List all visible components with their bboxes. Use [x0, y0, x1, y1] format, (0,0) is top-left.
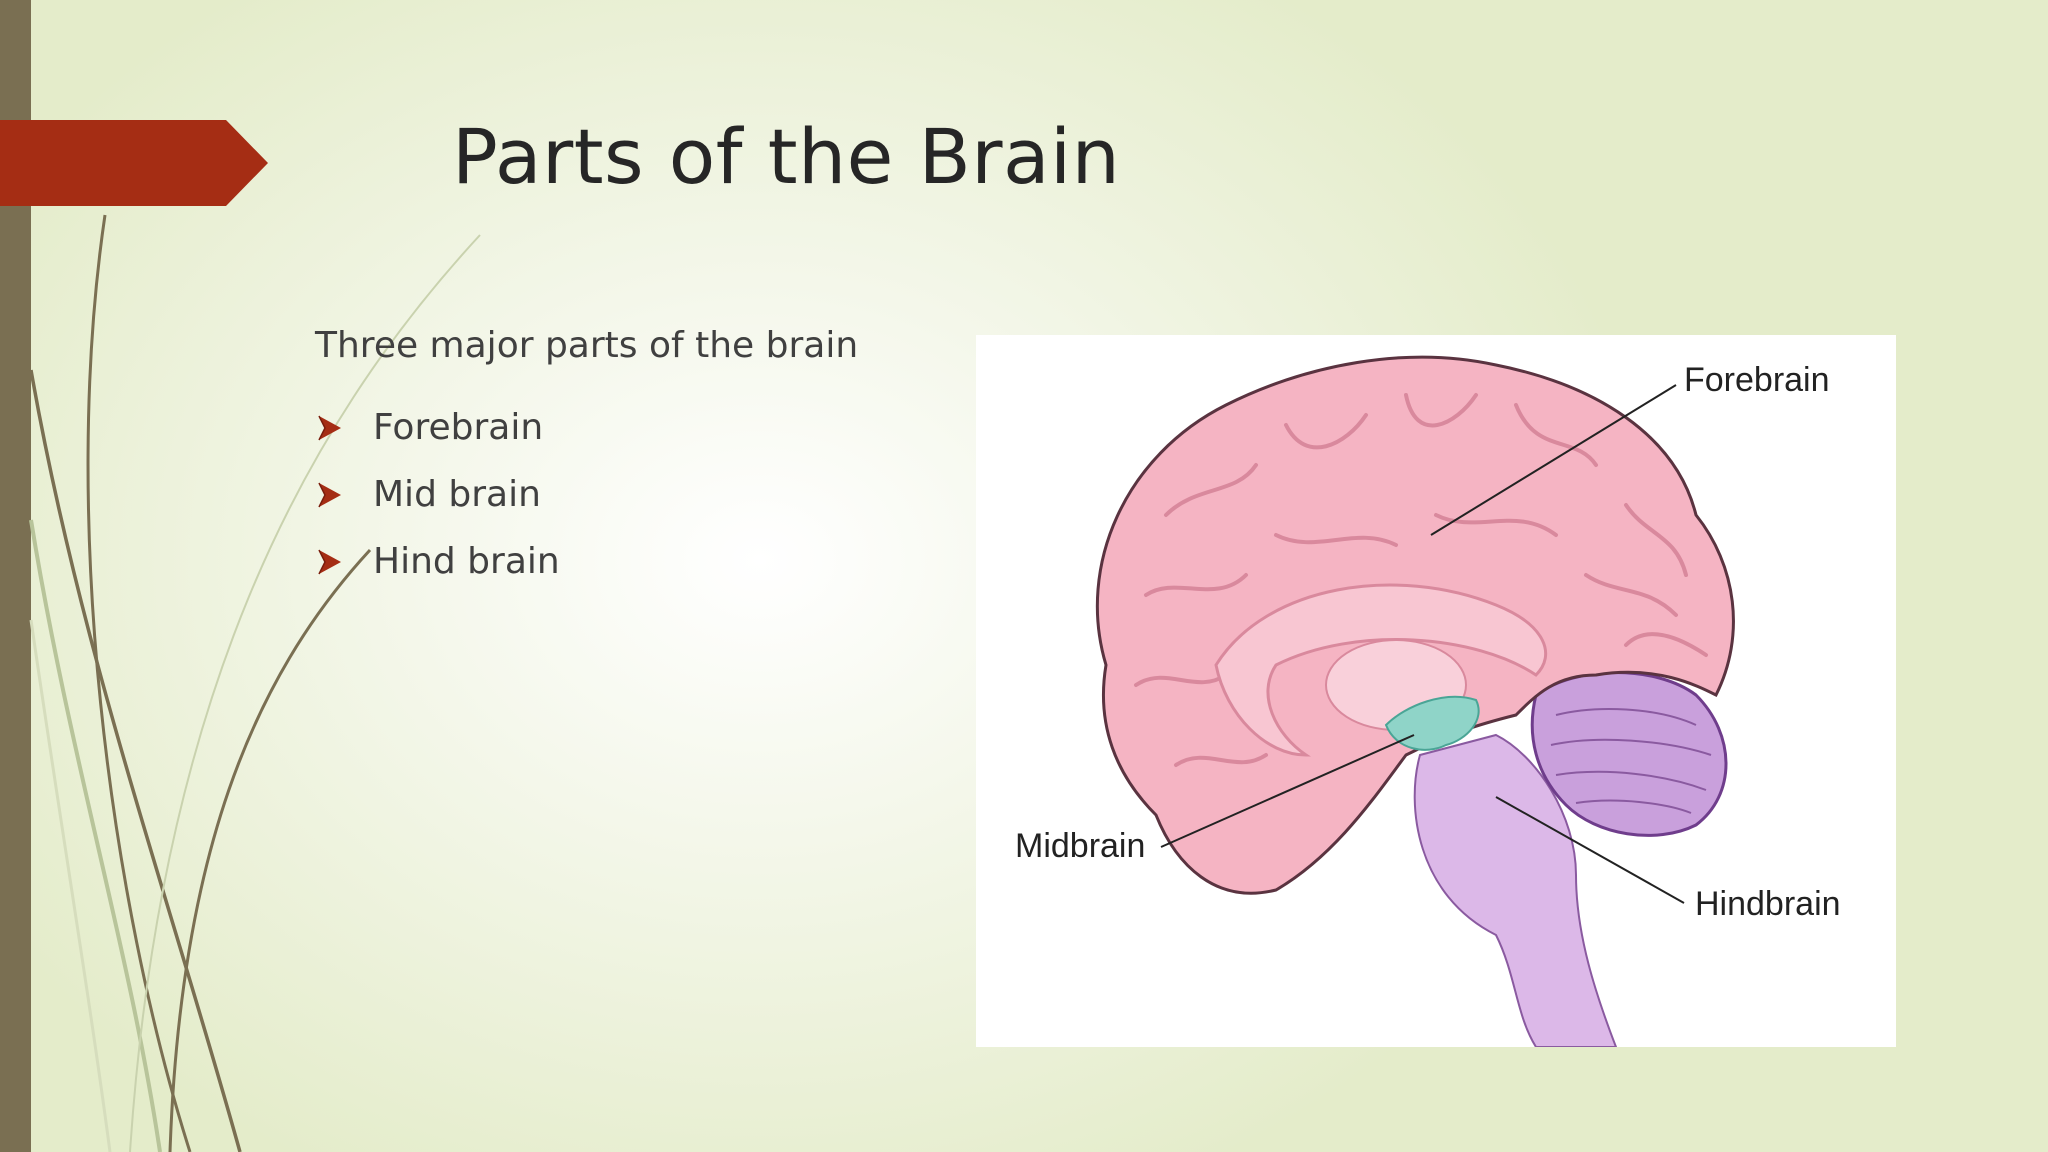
list-item: Hind brain	[315, 528, 915, 595]
arrow-bullet-icon	[318, 482, 342, 508]
slide-title: Parts of the Brain	[452, 112, 1120, 201]
content-block: Three major parts of the brain Forebrain…	[315, 325, 915, 595]
title-accent-tab	[0, 120, 268, 206]
list-item: Mid brain	[315, 461, 915, 528]
forebrain-label: Forebrain	[1684, 361, 1830, 400]
brain-diagram: Forebrain Midbrain Hindbrain	[976, 335, 1896, 1047]
bullet-list: Forebrain Mid brain Hind brain	[315, 394, 915, 595]
bullet-label: Hind brain	[373, 541, 560, 582]
list-item: Forebrain	[315, 394, 915, 461]
bullet-label: Forebrain	[373, 407, 543, 448]
bullet-label: Mid brain	[373, 474, 541, 515]
arrow-bullet-icon	[318, 415, 342, 441]
brain-illustration	[976, 335, 1896, 1047]
hindbrain-label: Hindbrain	[1695, 885, 1841, 924]
midbrain-label: Midbrain	[1015, 827, 1145, 866]
intro-text: Three major parts of the brain	[315, 325, 915, 366]
arrow-bullet-icon	[318, 549, 342, 575]
